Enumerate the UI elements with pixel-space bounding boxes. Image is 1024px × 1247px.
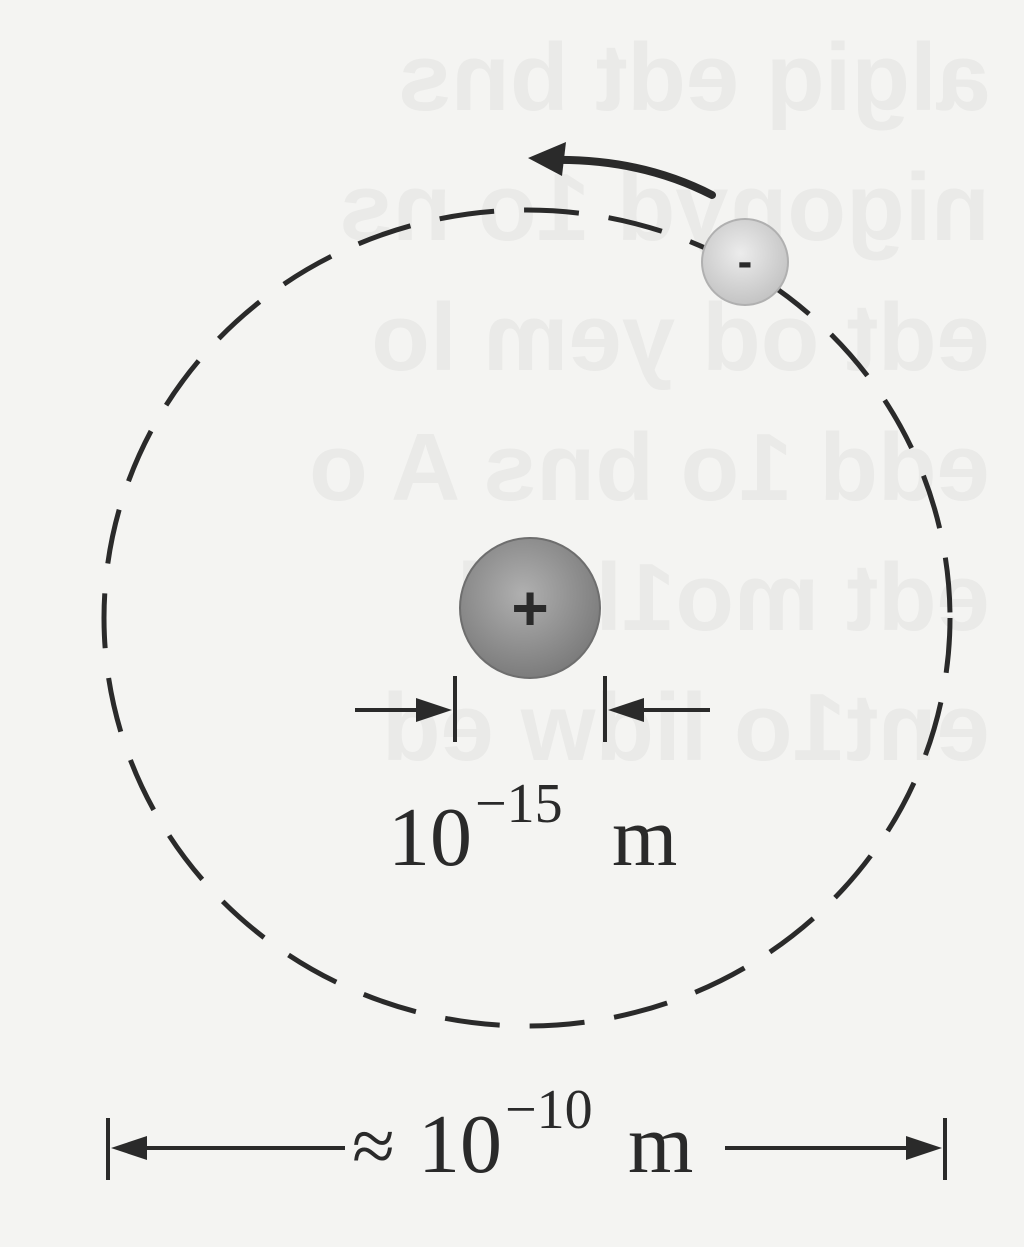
electron: - [701,218,789,306]
nucleus-size-label: 10 −15 m [388,773,677,884]
electron-sphere [701,218,789,306]
atom-size-approx: ≈ [352,1102,395,1189]
atom-size-label: ≈ 10 −10 m [352,1079,693,1191]
nucleus-size-dimension [355,676,710,742]
nucleus: + [459,537,601,679]
svg-text:edt od yem lo: edt od yem lo [371,284,990,391]
orbit-direction-arrow [528,142,716,199]
atom-size-unit: m [628,1098,693,1191]
atom-size-dimension [106,1118,947,1180]
electron-charge-symbol: - [738,237,753,286]
nucleus-charge-symbol: + [511,572,548,644]
svg-text:edd 1o bns A o: edd 1o bns A o [309,414,990,521]
svg-text:ent1o lidw ed: ent1o lidw ed [382,674,990,781]
electron-orbit [101,207,953,1029]
nucleus-size-base: 10 [388,791,472,884]
nucleus-size-exponent: −15 [475,773,563,835]
atom-size-base: 10 [418,1098,502,1191]
svg-text:nigonyd 1o ns: nigonyd 1o ns [339,154,990,261]
nucleus-sphere [459,537,601,679]
svg-text:algiq edt bns: algiq edt bns [398,24,990,131]
nucleus-size-unit: m [612,791,677,884]
atom-size-exponent: −10 [505,1079,593,1141]
